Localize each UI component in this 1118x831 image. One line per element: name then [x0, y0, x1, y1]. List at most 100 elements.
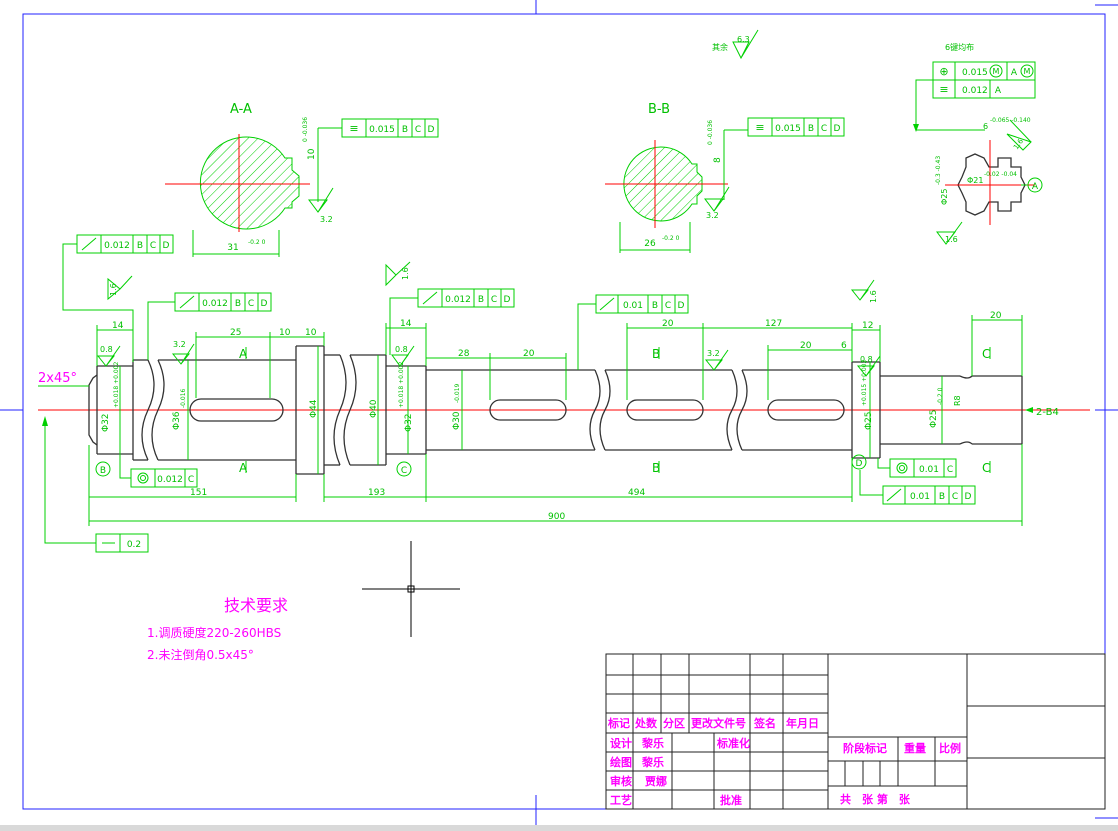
- svg-text:12: 12: [862, 321, 873, 331]
- svg-text:Φ25: Φ25: [940, 189, 949, 205]
- svg-text:C: C: [821, 124, 827, 134]
- svg-text:分区: 分区: [663, 716, 685, 730]
- svg-text:标记: 标记: [607, 716, 630, 730]
- svg-text:10: 10: [279, 328, 291, 338]
- tech-req-item-1: 1.调质硬度220-260HBS: [147, 625, 281, 640]
- svg-text:-0.02 -0.04: -0.02 -0.04: [984, 171, 1017, 178]
- svg-text:A: A: [995, 86, 1002, 96]
- symmetry-icon: ≡: [939, 83, 948, 96]
- svg-text:B: B: [478, 295, 484, 305]
- svg-text:黎乐: 黎乐: [642, 755, 664, 769]
- svg-text:Φ32: Φ32: [404, 413, 414, 432]
- svg-text:A: A: [1032, 182, 1039, 192]
- svg-text:C: C: [665, 301, 671, 311]
- svg-text:25: 25: [230, 328, 241, 338]
- svg-text:Φ36: Φ36: [172, 411, 182, 430]
- svg-text:比例: 比例: [939, 741, 961, 755]
- roughness-icon: [704, 186, 730, 212]
- title-block: 标记 处数 分区 更改文件号 签名 年月日 设计 黎乐 标准化 绘图 黎乐 审核…: [605, 653, 1106, 810]
- concentricity-icon: [137, 472, 149, 484]
- svg-text:D: D: [834, 124, 841, 134]
- svg-text:B: B: [100, 466, 106, 476]
- concentricity-icon: [896, 462, 908, 474]
- svg-text:B: B: [808, 124, 814, 134]
- svg-text:更改文件号: 更改文件号: [691, 716, 746, 730]
- svg-text:193: 193: [368, 488, 385, 498]
- svg-text:标准化: 标准化: [716, 736, 750, 750]
- svg-text:0.01: 0.01: [623, 301, 643, 311]
- section-spline: 6键均布 ⊕ 0.015 M A M ≡ 0.012 A 6 -0.065 -0…: [913, 42, 1043, 245]
- crosshair-cursor: [362, 541, 460, 637]
- svg-text:A: A: [239, 347, 248, 361]
- svg-text:设计: 设计: [610, 736, 632, 750]
- svg-text:26: 26: [644, 239, 656, 249]
- svg-text:审核: 审核: [610, 774, 632, 788]
- runout-icon: [422, 291, 438, 305]
- keyway-b3: [767, 399, 845, 421]
- svg-text:黎乐: 黎乐: [642, 736, 664, 750]
- svg-text:Φ40: Φ40: [369, 399, 379, 418]
- keyway-a: [189, 398, 284, 422]
- svg-text:0 -0.036: 0 -0.036: [707, 120, 714, 145]
- svg-text:C: C: [248, 299, 254, 309]
- svg-text:绘图: 绘图: [610, 755, 632, 769]
- svg-text:494: 494: [628, 488, 645, 498]
- svg-text:Φ44: Φ44: [309, 399, 319, 418]
- svg-text:贾娜: 贾娜: [645, 774, 667, 788]
- svg-text:20: 20: [990, 311, 1002, 321]
- svg-text:-0.2 0: -0.2 0: [662, 235, 680, 242]
- svg-text:B: B: [939, 492, 945, 502]
- roughness-icon: [1006, 119, 1032, 151]
- svg-text:0.015: 0.015: [775, 124, 801, 134]
- svg-text:0.8: 0.8: [100, 345, 113, 354]
- svg-text:C: C: [982, 461, 990, 475]
- tol-frame-3: 0.012 B C D: [389, 288, 515, 355]
- svg-text:B: B: [235, 299, 241, 309]
- runout-icon: [81, 237, 97, 251]
- svg-text:0.8: 0.8: [860, 355, 873, 364]
- svg-text:A: A: [239, 461, 248, 475]
- svg-text:D: D: [504, 295, 511, 305]
- svg-text:工艺: 工艺: [610, 793, 632, 807]
- section-bb: B-B 26 -0.2 0 8 0 -0.036 ≡ 0.015 B C D 3…: [605, 102, 845, 253]
- svg-text:10: 10: [305, 328, 317, 338]
- svg-text:阶段标记: 阶段标记: [843, 741, 887, 755]
- tol-frame-8: 0.2: [42, 416, 149, 553]
- svg-text:6: 6: [983, 122, 988, 131]
- section-aa: A-A 31 -0.2 0 10 0 -0.036 ≡ 0.015 B C D …: [165, 102, 439, 257]
- aa-width-dim: 31: [227, 243, 238, 253]
- roughness-icon: [391, 345, 415, 367]
- svg-text:0.01: 0.01: [919, 465, 939, 475]
- roughness-icon: [732, 29, 759, 60]
- svg-text:0.012: 0.012: [962, 86, 988, 96]
- aa-depth-dim: 10: [307, 148, 317, 160]
- svg-text:B: B: [137, 241, 143, 251]
- svg-text:D: D: [163, 241, 170, 251]
- svg-text:151: 151: [190, 488, 207, 498]
- section-aa-title: A-A: [230, 102, 252, 117]
- svg-text:20: 20: [662, 319, 674, 329]
- svg-text:-0.3 -0.43: -0.3 -0.43: [935, 156, 942, 185]
- svg-text:B: B: [652, 461, 660, 475]
- svg-text:C: C: [415, 125, 421, 135]
- svg-text:其余: 其余: [712, 42, 728, 52]
- roughness-icon: [385, 261, 411, 287]
- svg-text:C: C: [188, 475, 194, 485]
- svg-text:Φ30: Φ30: [452, 411, 462, 430]
- roughness-icon: [850, 279, 875, 301]
- svg-text:1.6: 1.6: [401, 267, 410, 280]
- svg-text:C: C: [401, 466, 407, 476]
- roughness-icon: [704, 349, 729, 371]
- svg-text:0.015: 0.015: [962, 68, 988, 78]
- symmetry-icon: ≡: [755, 121, 764, 134]
- svg-text:3.2: 3.2: [707, 349, 720, 358]
- svg-text:D: D: [965, 492, 972, 502]
- svg-text:14: 14: [400, 319, 412, 329]
- tol-frame-2: 0.012 B C D: [147, 292, 272, 360]
- svg-text:0.012: 0.012: [202, 299, 228, 309]
- svg-text:+0.018 +0.002: +0.018 +0.002: [113, 362, 120, 408]
- svg-text:20: 20: [523, 349, 535, 359]
- runout-icon: [179, 295, 195, 309]
- svg-text:6: 6: [841, 341, 847, 351]
